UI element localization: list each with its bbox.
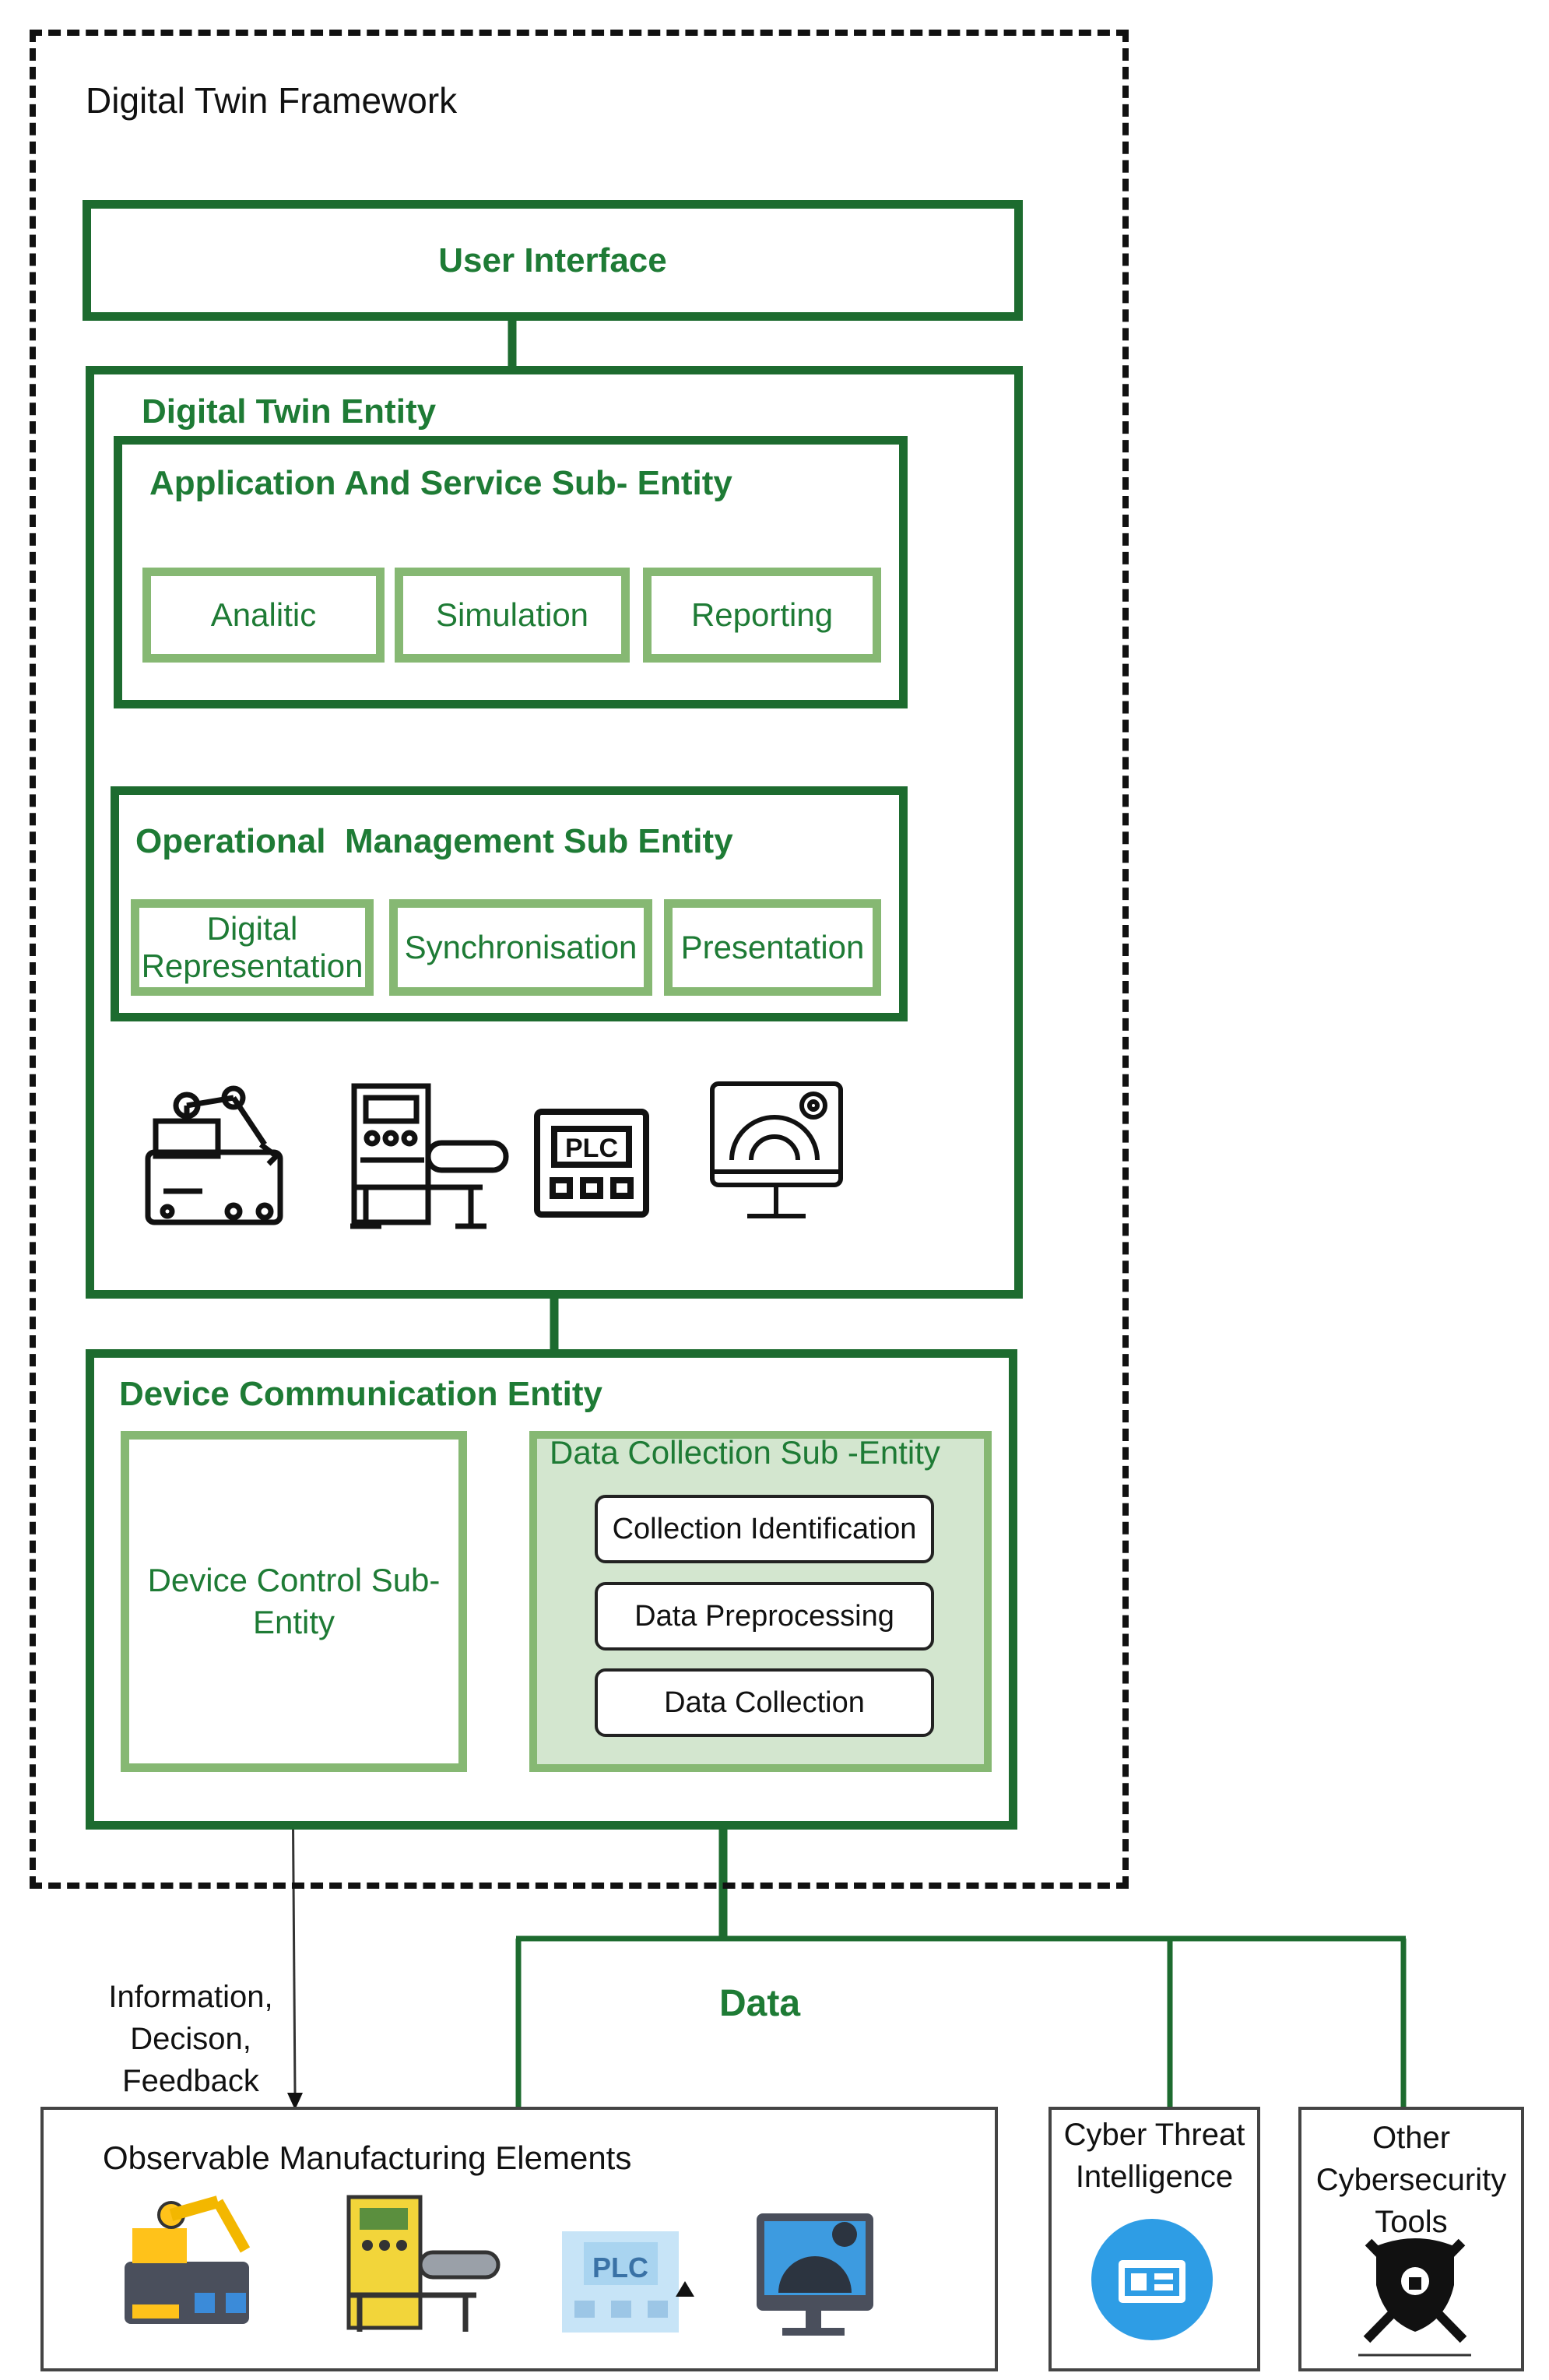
user-interface-label: User Interface — [438, 241, 667, 279]
reporting-label: Reporting — [690, 596, 834, 633]
plc-icon — [534, 1109, 649, 1218]
synchronisation-label: Synchronisation — [404, 929, 638, 965]
digital-twin-entity-title: Digital Twin Entity — [142, 392, 437, 431]
data-collection-title: Data Collection Sub -Entity — [550, 1434, 940, 1471]
collection-identification-item[interactable]: Collection Identification — [595, 1495, 934, 1563]
presentation-label: Presentation — [680, 929, 865, 965]
collection-identification-label: Collection Identification — [612, 1512, 917, 1545]
data-preprocessing-item[interactable]: Data Preprocessing — [595, 1582, 934, 1651]
observable-title: Observable Manufacturing Elements — [103, 2139, 632, 2176]
device-control-label: Device Control Sub- Entity — [147, 1562, 441, 1640]
plc-icon-text: PLC — [565, 1134, 618, 1163]
reporting-box[interactable]: Reporting — [643, 568, 881, 663]
data-collection-item[interactable]: Data Collection — [595, 1668, 934, 1737]
feedback-label: Information, Decison, Feedback — [108, 1979, 273, 2098]
user-interface-box[interactable]: User Interface — [83, 200, 1023, 321]
synchronisation-box[interactable]: Synchronisation — [389, 899, 652, 996]
analytic-label: Analitic — [210, 596, 317, 633]
operational-management-title: Operational Management Sub Entity — [135, 822, 733, 860]
device-communication-title: Device Communication Entity — [119, 1375, 603, 1413]
color-conveyor-icon — [346, 2195, 501, 2332]
device-control-sub-entity-box[interactable]: Device Control Sub- Entity — [121, 1431, 467, 1772]
digital-twin-framework-boundary — [30, 30, 1129, 1889]
presentation-box[interactable]: Presentation — [664, 899, 881, 996]
data-collection-label: Data Collection — [664, 1686, 865, 1719]
application-service-title: Application And Service Sub- Entity — [149, 464, 732, 502]
monitor-gear-icon — [710, 1081, 843, 1218]
faded-plc-text: PLC — [592, 2252, 648, 2283]
color-monitor-gear-icon — [757, 2213, 873, 2336]
other-tools-title: Other Cybersecurity Tools — [1315, 2121, 1507, 2239]
color-robot-arm-icon — [125, 2195, 251, 2324]
shield-swords-icon — [1358, 2238, 1471, 2357]
data-flow-label: Data — [719, 1983, 801, 2024]
faded-plc-icon — [562, 2231, 694, 2333]
simulation-box[interactable]: Simulation — [395, 568, 630, 663]
framework-title: Digital Twin Framework — [86, 80, 458, 121]
data-preprocessing-label: Data Preprocessing — [634, 1599, 894, 1633]
analytic-box[interactable]: Analitic — [142, 568, 385, 663]
digital-representation-label: Digital Representation — [141, 910, 364, 984]
conveyor-machine-icon — [350, 1083, 509, 1229]
robot-arm-icon — [145, 1085, 283, 1225]
simulation-label: Simulation — [435, 596, 589, 633]
intelligence-folder-icon — [1091, 2219, 1213, 2340]
digital-representation-box[interactable]: Digital Representation — [131, 899, 374, 996]
cyber-threat-title: Cyber Threat Intelligence — [1063, 2118, 1245, 2194]
